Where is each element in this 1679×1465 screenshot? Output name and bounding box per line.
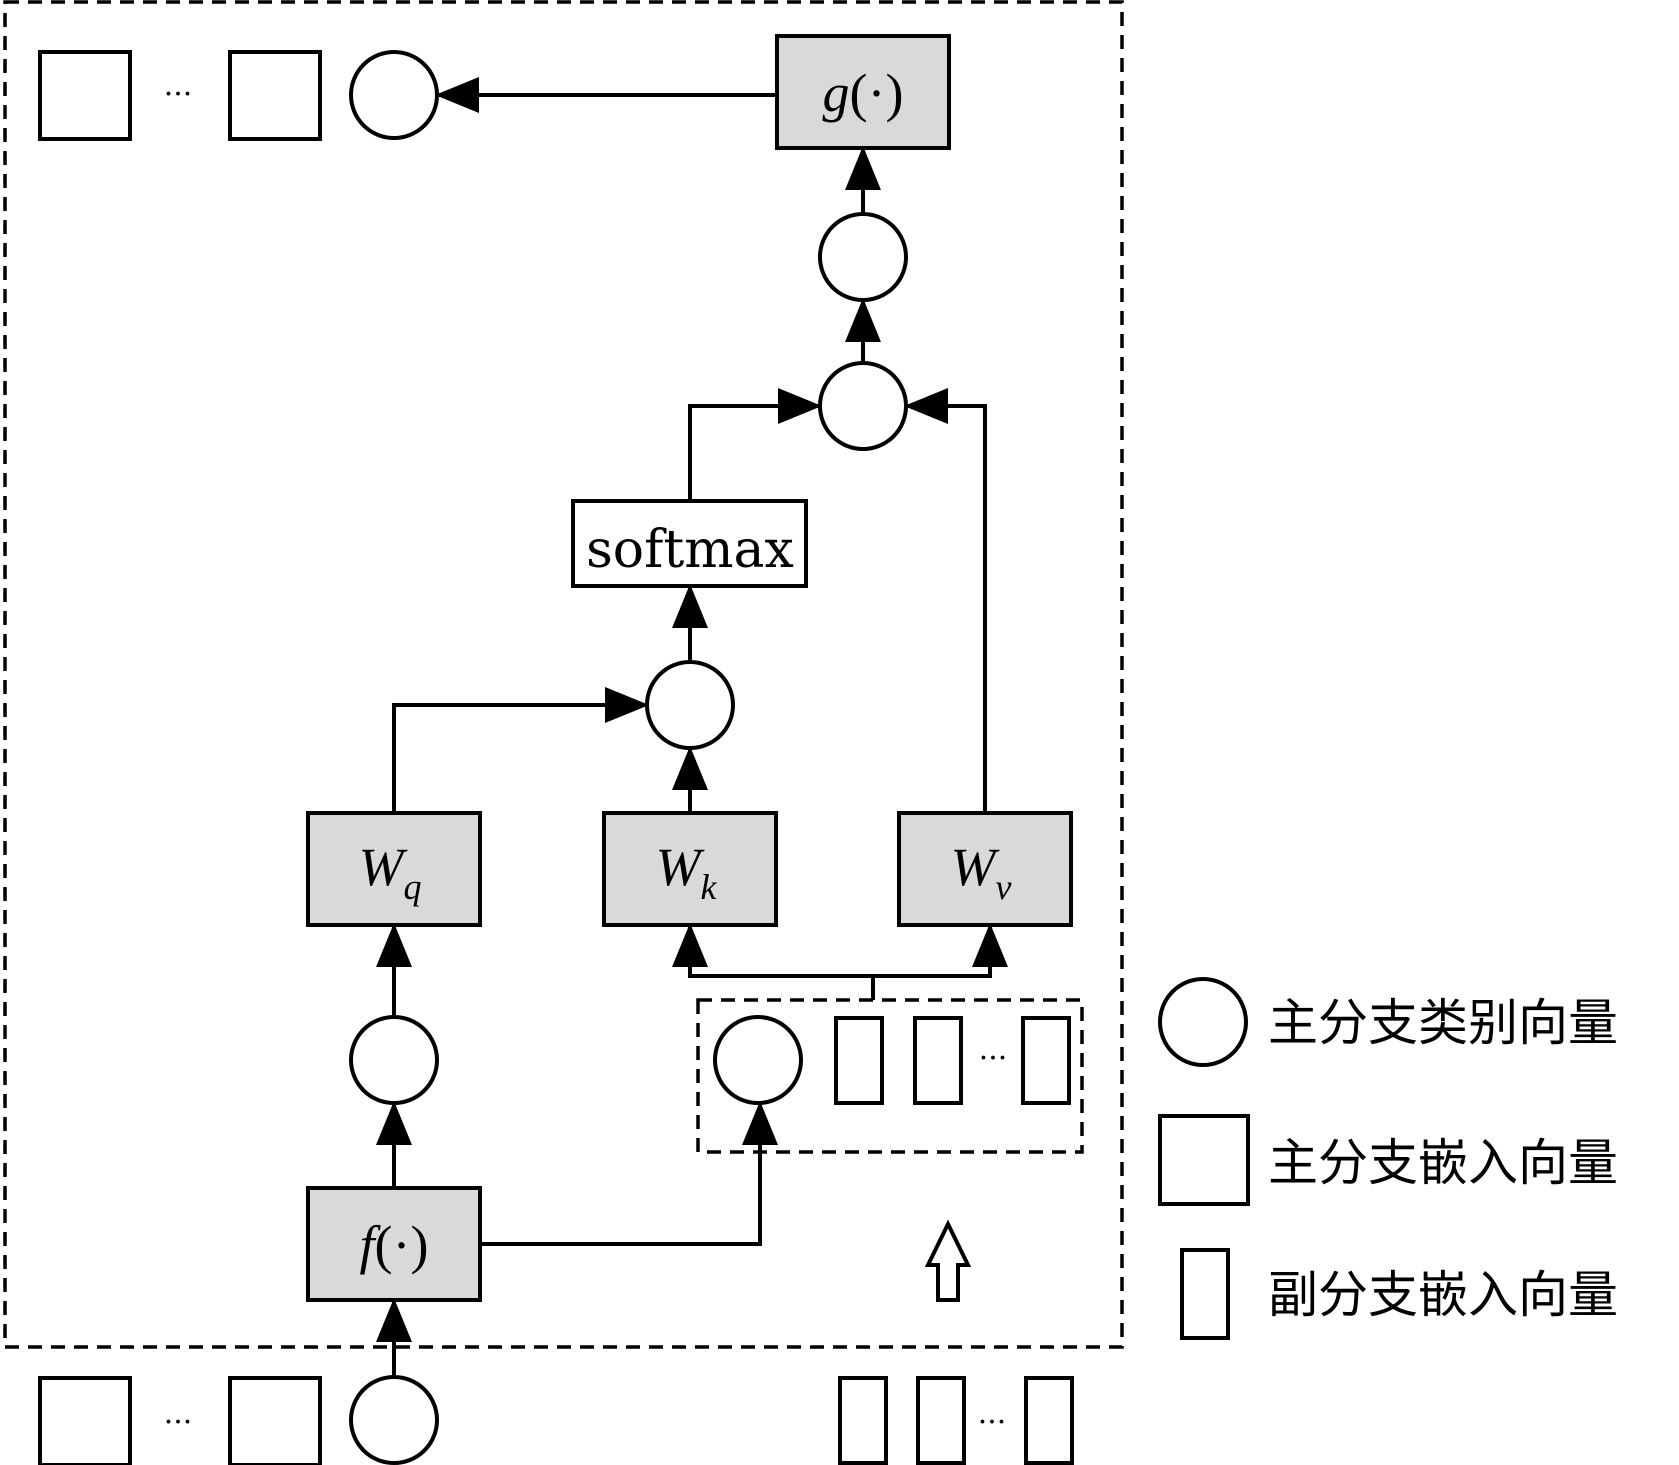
main-class-circle <box>349 1015 439 1105</box>
output-row: ··· <box>38 50 439 141</box>
wv-box: Wv <box>897 811 1073 927</box>
up-arrow-icon <box>924 1219 972 1302</box>
arrow-softmax-to-sum <box>688 388 822 501</box>
legend-square-icon <box>1158 1114 1250 1206</box>
g-argument: (·) <box>850 63 904 123</box>
softmax-label: softmax <box>586 520 794 580</box>
legend: 主分支类别向量 主分支嵌入向量 副分支嵌入向量 <box>1158 977 1618 1340</box>
arrow-wv-to-sum <box>904 388 987 813</box>
connectors <box>376 77 1008 1377</box>
input-aux-rect <box>916 1376 966 1465</box>
f-function-box: f(·) <box>306 1186 482 1302</box>
legend-circle-icon <box>1158 977 1248 1067</box>
input-aux-rect <box>838 1376 888 1465</box>
weighted-sum-circle <box>818 361 908 451</box>
wk-subscript: k <box>701 867 718 907</box>
svg-text:g(·): g(·) <box>823 63 904 123</box>
svg-text:Wv: Wv <box>951 837 1012 907</box>
qk-product-circle <box>645 660 735 750</box>
wv-symbol: W <box>951 837 1001 897</box>
input-aux-rect <box>1024 1376 1074 1465</box>
wk-box: Wk <box>602 811 778 927</box>
legend-item-main-embedding: 主分支嵌入向量 <box>1158 1114 1618 1206</box>
arrow-wq-to-qk <box>392 687 649 813</box>
aux-embedding-rect <box>1021 1016 1071 1105</box>
legend-item-class-vector: 主分支类别向量 <box>1158 977 1618 1067</box>
f-argument: (·) <box>375 1215 429 1275</box>
module-boundary <box>3 0 1124 1349</box>
wq-subscript: q <box>403 867 421 907</box>
legend-narrow-rect-icon <box>1180 1248 1230 1340</box>
g-function-box: g(·) <box>775 34 951 150</box>
softmax-box: softmax <box>571 499 808 588</box>
input-aux-ellipsis: ··· <box>978 1405 1007 1440</box>
pre-g-circle <box>818 212 908 302</box>
legend-label: 主分支类别向量 <box>1268 994 1618 1052</box>
aux-embedding-rect <box>913 1016 963 1105</box>
input-class-circle <box>349 1375 439 1465</box>
aux-embedding-rect <box>834 1016 884 1105</box>
svg-text:Wq: Wq <box>359 837 422 907</box>
output-embedding-square <box>38 50 132 141</box>
output-embedding-square <box>228 50 322 141</box>
wk-symbol: W <box>656 837 706 897</box>
wq-box: Wq <box>306 811 482 927</box>
arrow-group-to-wv <box>873 923 1008 978</box>
output-class-circle <box>349 50 439 140</box>
group-class-circle <box>713 1015 803 1105</box>
arrow-f-to-group <box>480 1101 778 1246</box>
key-value-input-group <box>696 998 1084 1154</box>
legend-item-aux-embedding: 副分支嵌入向量 <box>1180 1248 1618 1340</box>
input-row: ··· ··· <box>38 1375 1074 1465</box>
g-symbol: g <box>823 63 850 123</box>
legend-label: 主分支嵌入向量 <box>1268 1134 1618 1192</box>
output-ellipsis: ··· <box>164 77 193 112</box>
input-embedding-square <box>228 1376 322 1465</box>
wv-subscript: v <box>996 867 1012 907</box>
group-ellipsis: ··· <box>979 1041 1008 1076</box>
wq-symbol: W <box>359 837 409 897</box>
arrow-group-to-wk <box>672 923 873 978</box>
svg-text:Wk: Wk <box>656 837 718 907</box>
legend-label: 副分支嵌入向量 <box>1268 1266 1618 1324</box>
svg-text:f(·): f(·) <box>360 1215 429 1275</box>
input-embedding-square <box>38 1376 132 1465</box>
input-ellipsis: ··· <box>164 1405 193 1440</box>
